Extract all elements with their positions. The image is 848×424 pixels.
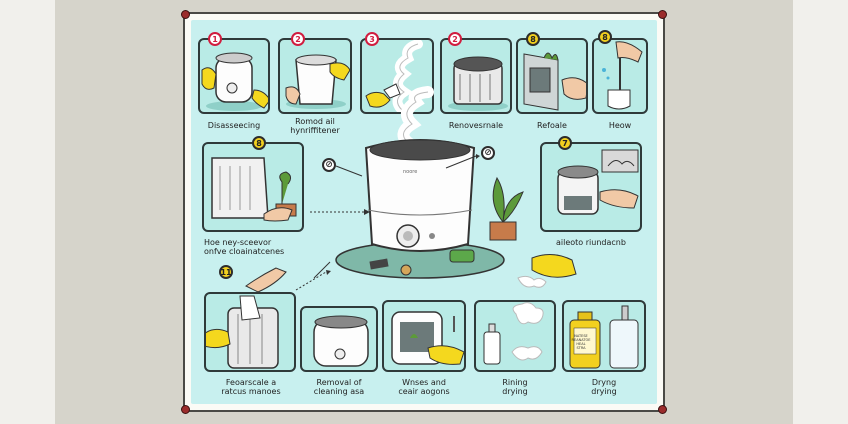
arrow-right (445, 154, 480, 169)
filter-cartridge-illustration (448, 56, 508, 111)
wiping-interior-illustration (391, 311, 464, 365)
hand-with-tissue-icon (245, 267, 287, 293)
step-badge: 11 (219, 265, 233, 279)
glove-wiping-illustration (517, 254, 577, 288)
humidifier-brand-label: noore (403, 169, 418, 175)
step-caption: Hoe ney-sceevor onfve cloainatcenes (204, 238, 285, 256)
step-panel-7 (202, 142, 304, 232)
step-caption: Dryng drying (591, 378, 617, 396)
internal-parts-illustration (523, 52, 586, 111)
step-badge: 2 (291, 32, 305, 46)
dashed-arrow (295, 270, 331, 291)
step-panel-4 (440, 38, 512, 114)
bottle-label: NATESE REANATOE HEAL STRA (571, 334, 591, 350)
step-panel-10 (300, 306, 378, 372)
step-panel-9 (204, 292, 296, 372)
step-badge: 2 (448, 32, 462, 46)
step-caption: Disasseecing (207, 121, 261, 130)
left-margin (0, 0, 55, 424)
step-caption: aileoto riundacnb (556, 238, 626, 247)
step-badge: 7 (558, 136, 572, 150)
arrow-left (335, 165, 363, 177)
descaling-filter-illustration (206, 295, 279, 369)
wiping-unit-illustration (557, 149, 639, 215)
step-panel-5 (516, 38, 588, 114)
step-badge: 8 (526, 32, 540, 46)
step-caption: Removal of cleaning asa (313, 378, 365, 396)
drying-bottles-illustration (569, 305, 639, 369)
step-panel-12 (474, 300, 556, 372)
rinsing-illustration (483, 302, 544, 365)
steam-release-illustration (365, 40, 423, 112)
step-caption: Feoarscale a ratcus manoes (221, 378, 281, 396)
step-panel-6 (592, 38, 648, 114)
step-panel-11 (382, 300, 466, 372)
step-panel-1 (198, 38, 270, 114)
step-panel-8 (540, 142, 642, 232)
main-humidifier-illustration (310, 86, 524, 279)
rivet (658, 10, 667, 19)
step-caption: Refoale (537, 121, 567, 130)
step-panel-13 (562, 300, 646, 372)
clean-base-illustration (313, 315, 369, 367)
open-housing-illustration (211, 157, 297, 222)
step-panel-3 (360, 38, 434, 114)
step-badge: 1 (208, 32, 222, 46)
step-caption: Heow (608, 121, 632, 130)
step-caption: Romod ail hynriffitener (290, 117, 340, 135)
rivet (181, 10, 190, 19)
step-badge: 8 (598, 30, 612, 44)
humidifier-base-illustration (201, 52, 268, 111)
rivet (181, 405, 190, 414)
step-caption: Wnses and ceair aogons (398, 378, 450, 396)
right-margin (793, 0, 848, 424)
step-caption: Renovesrnale (448, 121, 504, 130)
step-badge: 3 (365, 32, 379, 46)
step-panel-2 (278, 38, 352, 114)
pouring-water-illustration (602, 41, 643, 110)
step-caption: Rining drying (502, 378, 528, 396)
rivet (658, 405, 667, 414)
arrow-icon-left: ⊘ (322, 158, 336, 172)
step-badge: 8 (252, 136, 266, 150)
humidifier-tank-illustration (285, 54, 350, 109)
arrow-icon-right: ⊘ (481, 146, 495, 160)
